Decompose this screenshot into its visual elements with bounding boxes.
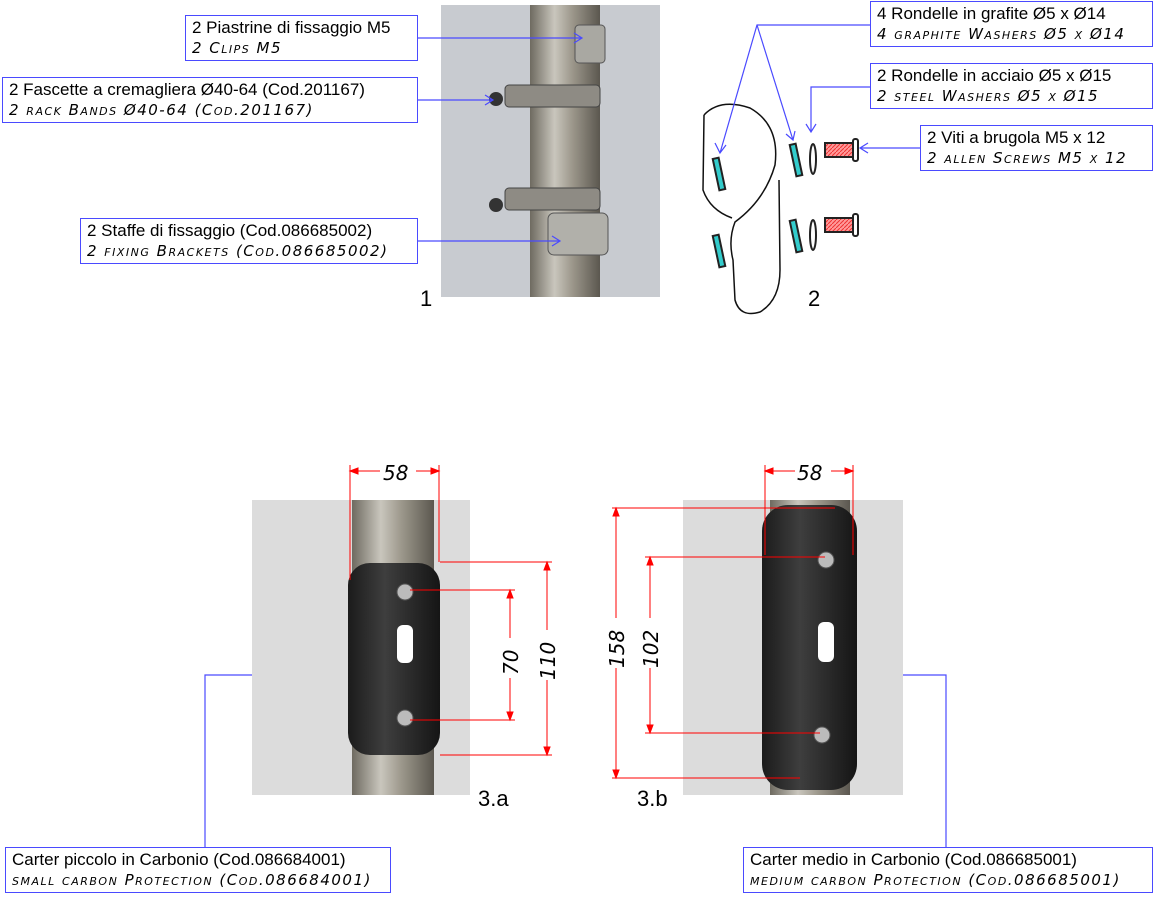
label-english: 4 graphite Washers Ø5 x Ø14 xyxy=(877,25,1126,43)
exploded-view-hardware xyxy=(702,103,859,315)
label-medium-carbon-protection: Carter medio in Carbonio (Cod.086685001)… xyxy=(743,847,1153,893)
label-english: medium carbon Protection (Cod.086685001) xyxy=(750,871,1121,889)
label-italian: Carter piccolo in Carbonio (Cod.08668400… xyxy=(12,850,346,869)
label-english: small carbon Protection (Cod.086684001) xyxy=(12,871,372,889)
label-fixing-brackets: 2 Staffe di fissaggio (Cod.086685002) 2 … xyxy=(80,218,418,264)
label-clips: 2 Piastrine di fissaggio M5 2 Clips M5 xyxy=(185,15,418,61)
dim-a-width: 58 xyxy=(383,461,408,485)
label-graphite-washers: 4 Rondelle in grafite Ø5 x Ø14 4 graphit… xyxy=(870,1,1153,47)
photo-small-carbon-protection xyxy=(252,500,470,795)
photo-exhaust-clamps xyxy=(441,5,660,297)
dim-b-width: 58 xyxy=(797,461,822,485)
figure-number-3b: 3.b xyxy=(637,786,668,811)
label-italian: 4 Rondelle in grafite Ø5 x Ø14 xyxy=(877,4,1106,23)
label-english: 2 rack Bands Ø40-64 (Cod.201167) xyxy=(9,101,314,119)
label-english: 2 allen Screws M5 x 12 xyxy=(927,149,1128,167)
label-allen-screws: 2 Viti a brugola M5 x 12 2 allen Screws … xyxy=(920,125,1153,171)
label-italian: 2 Viti a brugola M5 x 12 xyxy=(927,128,1106,147)
figure-number-1: 1 xyxy=(420,286,433,311)
label-italian: 2 Piastrine di fissaggio M5 xyxy=(192,18,391,37)
label-english: 2 Clips M5 xyxy=(192,39,283,57)
label-english: 2 steel Washers Ø5 x Ø15 xyxy=(877,87,1100,105)
figure-number-3a: 3.a xyxy=(478,786,509,811)
label-steel-washers: 2 Rondelle in acciaio Ø5 x Ø15 2 steel W… xyxy=(870,63,1153,109)
label-italian: Carter medio in Carbonio (Cod.086685001) xyxy=(750,850,1077,869)
figure-number-2: 2 xyxy=(808,286,821,311)
dim-b-holes: 102 xyxy=(639,630,663,668)
dim-a-holes: 70 xyxy=(499,650,523,675)
label-italian: 2 Rondelle in acciaio Ø5 x Ø15 xyxy=(877,66,1112,85)
dim-b-length: 158 xyxy=(605,630,629,668)
dim-a-length: 110 xyxy=(536,642,560,680)
label-italian: 2 Fascette a cremagliera Ø40-64 (Cod.201… xyxy=(9,80,365,99)
label-english: 2 fixing Brackets (Cod.086685002) xyxy=(87,242,389,260)
label-small-carbon-protection: Carter piccolo in Carbonio (Cod.08668400… xyxy=(5,847,391,893)
label-italian: 2 Staffe di fissaggio (Cod.086685002) xyxy=(87,221,373,240)
label-rack-bands: 2 Fascette a cremagliera Ø40-64 (Cod.201… xyxy=(2,77,418,123)
photo-medium-carbon-protection xyxy=(683,500,903,795)
